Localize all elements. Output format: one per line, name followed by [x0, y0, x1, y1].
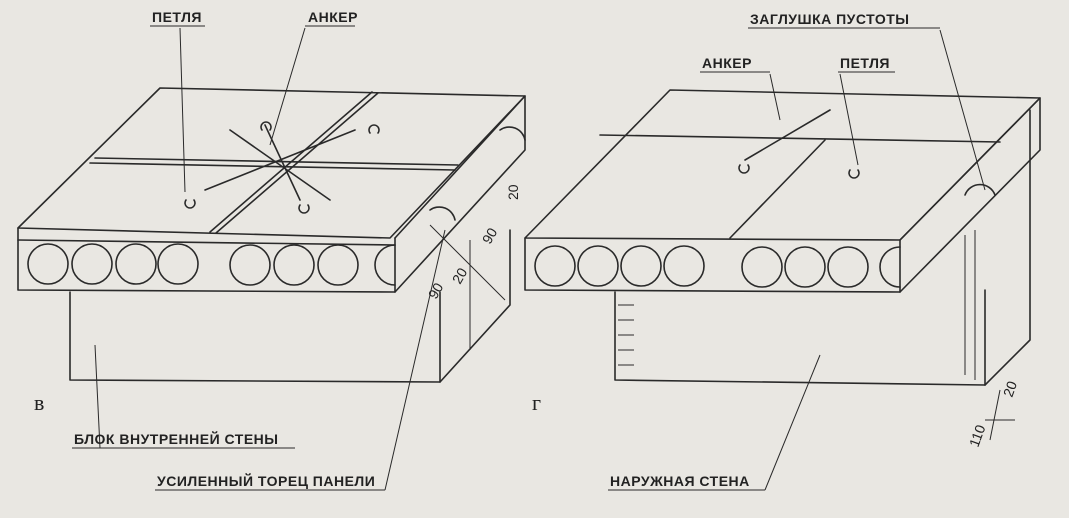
right-outer-wall	[614, 289, 986, 386]
left-core-5	[229, 244, 271, 286]
variant-left-letter: в	[34, 390, 44, 415]
left-core-3	[115, 243, 157, 285]
right-wall-hatch-2	[964, 230, 976, 380]
right-plug-leader	[748, 27, 986, 191]
left-side-hollow	[499, 126, 526, 141]
right-core-1	[534, 245, 576, 287]
right-core-5	[741, 246, 783, 288]
label-anchor-left: АНКЕР	[308, 9, 358, 25]
left-wall-block	[69, 291, 441, 383]
right-slab-front	[524, 237, 901, 293]
left-transverse-joint-2	[215, 92, 379, 234]
left-slab-front	[17, 227, 396, 293]
right-core-8	[879, 246, 901, 288]
right-detail	[524, 27, 1041, 491]
label-outer-wall: НАРУЖНАЯ СТЕНА	[610, 473, 750, 489]
right-dim-line	[985, 389, 1015, 441]
label-loop-left: ПЕТЛЯ	[152, 9, 202, 25]
left-core-8	[374, 244, 396, 286]
right-joint-line	[599, 134, 1001, 143]
left-loop-leader	[150, 25, 205, 193]
dim-right-b: 20	[1000, 379, 1020, 399]
left-loops	[184, 121, 380, 214]
left-detail	[17, 25, 526, 491]
left-wall-side	[439, 229, 511, 383]
left-core-1	[27, 243, 69, 285]
right-core-3	[620, 245, 662, 287]
right-slab-side	[899, 97, 1041, 293]
dim-right-a: 110	[966, 422, 989, 449]
left-slab-side	[394, 95, 526, 293]
right-core-7	[827, 246, 869, 288]
left-transverse-joint	[209, 91, 373, 233]
right-loop-leader	[838, 71, 895, 166]
right-core-2	[577, 245, 619, 287]
left-slab-front-edge	[17, 239, 396, 246]
left-core-4	[157, 243, 199, 285]
right-anchor-leader	[700, 71, 781, 121]
left-anchor-bars	[204, 124, 356, 201]
dim-left-top: 20	[505, 184, 521, 200]
right-anchor	[744, 109, 860, 179]
right-wall-leader	[608, 354, 821, 491]
left-anchor-leader	[269, 25, 355, 146]
dim-left-c: 90	[479, 225, 501, 247]
left-joint-line	[89, 162, 456, 171]
right-wall-side	[984, 109, 1031, 386]
variant-right-letter: г	[532, 390, 541, 415]
dim-left-b: 20	[449, 265, 471, 287]
left-core-6	[273, 244, 315, 286]
right-plug	[964, 183, 996, 196]
right-loop	[738, 164, 750, 174]
label-reinforced-end: УСИЛЕННЫЙ ТОРЕЦ ПАНЕЛИ	[157, 472, 375, 489]
label-plug: ЗАГЛУШКА ПУСТОТЫ	[750, 11, 910, 27]
left-end-leader	[155, 229, 446, 491]
left-wall-leader	[72, 344, 295, 449]
right-transverse-joint	[729, 139, 826, 239]
label-loop-right: ПЕТЛЯ	[840, 55, 890, 71]
right-wall-hatch	[618, 304, 634, 366]
label-anchor-right: АНКЕР	[702, 55, 752, 71]
label-inner-wall-block: БЛОК ВНУТРЕННЕЙ СТЕНЫ	[74, 430, 279, 447]
left-core-2	[71, 243, 113, 285]
right-core-4	[663, 245, 705, 287]
left-dim-line	[429, 224, 506, 301]
right-core-6	[784, 246, 826, 288]
left-side-hollow-2	[429, 206, 456, 221]
left-core-7	[317, 244, 359, 286]
dim-left-a: 90	[425, 280, 447, 302]
